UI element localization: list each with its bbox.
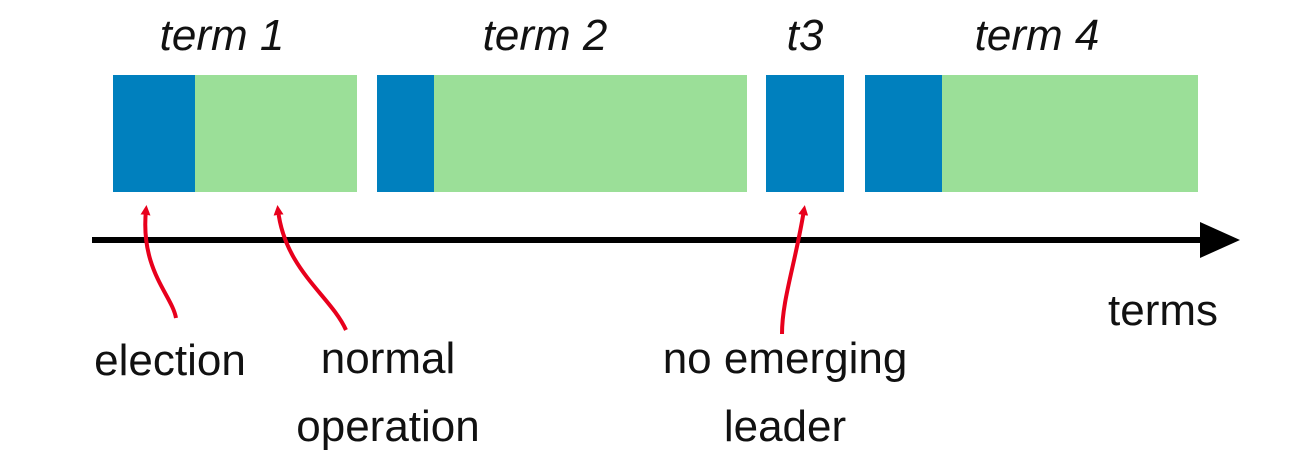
term-3-election-block [766, 75, 844, 192]
term-3-group: t3 [766, 11, 844, 192]
term-2-normal-operation-block [434, 75, 747, 192]
annotation-arrows [140, 205, 809, 335]
term-4-group: term 4 [865, 11, 1198, 192]
term-1-title: term 1 [160, 11, 285, 60]
term-1-group: term 1 [113, 11, 357, 192]
term-2-title: term 2 [483, 11, 608, 60]
normal-operation-label-line-1: normal [321, 334, 456, 383]
annotation-labels: election normal operation no emerging le… [94, 334, 907, 451]
normal-operation-label-line-2: operation [296, 402, 479, 451]
term-1-election-block [113, 75, 195, 192]
normal-operation-annotation-arrow [273, 205, 348, 331]
term-4-title: term 4 [975, 11, 1100, 60]
term-2-group: term 2 [377, 11, 747, 192]
no-leader-annotation-arrow [780, 205, 809, 335]
no-leader-label-line-1: no emerging [663, 334, 908, 383]
term-1-normal-operation-block [195, 75, 357, 192]
axis-label: terms [1108, 286, 1218, 335]
term-4-election-block [865, 75, 942, 192]
no-leader-label-line-2: leader [724, 402, 846, 451]
election-annotation-arrow [140, 205, 178, 319]
timeline-axis: terms [92, 222, 1240, 335]
term-3-title: t3 [787, 11, 824, 60]
term-4-normal-operation-block [942, 75, 1198, 192]
election-label: election [94, 336, 246, 385]
timeline-arrowhead [1200, 222, 1240, 258]
term-2-election-block [377, 75, 434, 192]
